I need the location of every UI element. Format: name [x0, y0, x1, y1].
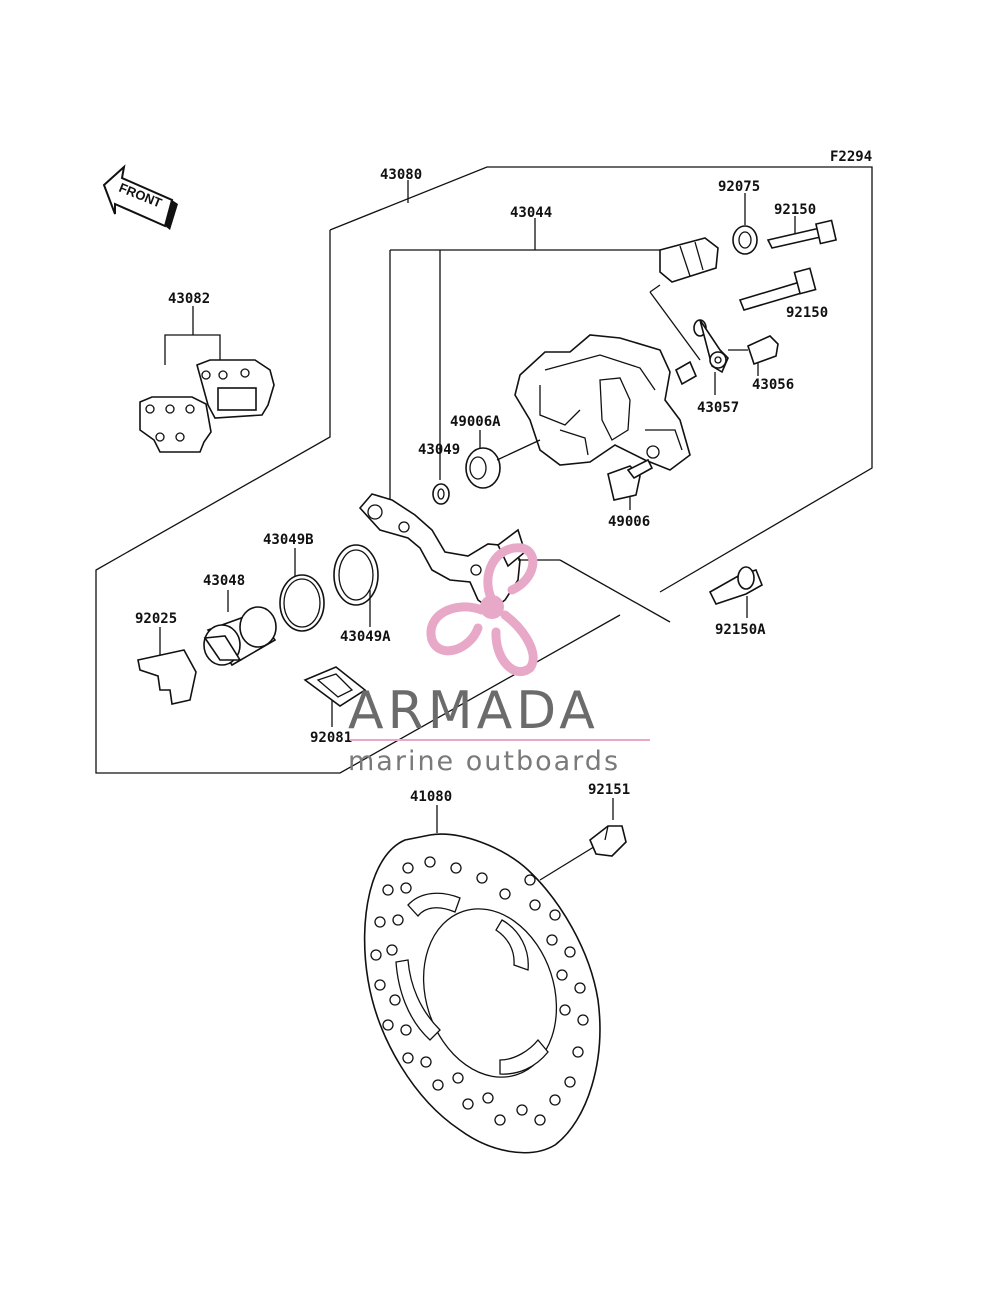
label-43049: 43049 — [418, 442, 460, 458]
pin-92150-bottom — [738, 267, 817, 311]
label-92150A: 92150A — [715, 622, 766, 638]
bleeder-43057 — [674, 319, 729, 395]
label-43048: 43048 — [203, 573, 245, 589]
label-43080: 43080 — [380, 167, 422, 183]
label-43049A: 43049A — [340, 629, 391, 645]
seal-49006A — [465, 430, 541, 489]
brake-disc-41080 — [363, 805, 601, 1154]
label-92150-top: 92150 — [774, 202, 816, 218]
label-92081: 92081 — [310, 730, 352, 746]
washer-43049 — [432, 458, 450, 505]
pin-92150-top — [766, 216, 838, 249]
label-49006A: 49006A — [450, 414, 501, 430]
bleeder-valve-43056 — [728, 335, 779, 376]
label-43044: 43044 — [510, 205, 552, 221]
caliper-body — [514, 334, 691, 471]
bolt-92151 — [589, 798, 627, 857]
label-92075: 92075 — [718, 179, 760, 195]
watermark-brand: ARMADA — [348, 681, 599, 741]
label-92025: 92025 — [135, 611, 177, 627]
watermark-tagline: marine outboards — [348, 746, 620, 777]
front-arrow-icon: FRONT — [102, 164, 178, 230]
label-92150-bottom: 92150 — [786, 305, 828, 321]
seal-43049A — [333, 544, 379, 627]
part-labels: 43080 43044 92075 92150 92150 43082 4305… — [135, 167, 828, 805]
watermark: ARMADA marine outboards — [348, 543, 650, 777]
bolt-49006 — [607, 458, 654, 510]
spring-92025 — [137, 627, 197, 705]
ring-43049B — [279, 548, 325, 632]
label-43082: 43082 — [168, 291, 210, 307]
propeller-logo-icon — [426, 543, 538, 676]
bolt-92150A — [708, 566, 764, 618]
label-43049B: 43049B — [263, 532, 314, 548]
boot-92075 — [732, 193, 758, 255]
label-43056: 43056 — [752, 377, 794, 393]
label-43057: 43057 — [697, 400, 739, 416]
assembly-outline-43080 — [95, 166, 873, 774]
label-92151: 92151 — [588, 782, 630, 798]
caliper-bracket — [358, 493, 671, 623]
piston-43048 — [203, 590, 277, 667]
figure-code: F2294 — [830, 149, 872, 165]
disc-holes — [370, 856, 589, 1126]
slide-pin-boot — [649, 237, 719, 361]
brake-pads — [139, 306, 275, 453]
shim-92081 — [303, 666, 367, 727]
label-41080: 41080 — [410, 789, 452, 805]
label-49006: 49006 — [608, 514, 650, 530]
